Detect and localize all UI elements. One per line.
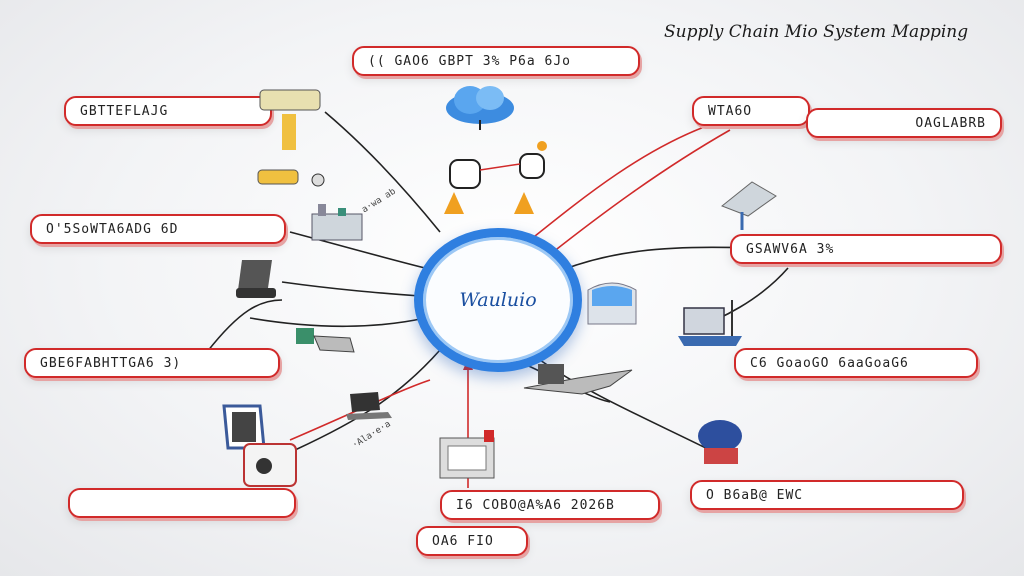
node-label: C6 GoaoGO 6aaGoaG6 [750, 355, 909, 371]
laptop-icon [346, 392, 392, 420]
edge-left-chair [281, 281, 421, 297]
node-right-3[interactable]: C6 GoaoGO 6aaGoaG6 [734, 348, 978, 378]
edge-top-left-icon [324, 111, 441, 233]
node-label: O'5SoWTA6ADG 6D [46, 221, 179, 237]
node-label: OA6 FIO [432, 533, 494, 549]
node-bottom-center-1[interactable]: I6 COBO@A%A6 2026B [440, 490, 660, 520]
node-label: GSAWV6A 3% [746, 241, 835, 257]
edge-left-2 [289, 231, 426, 269]
node-right-4[interactable]: O B6aB@ EWC [690, 480, 964, 510]
crate-icon [243, 443, 297, 487]
node-right-1a[interactable]: WTA6O [692, 96, 810, 126]
node-label: I6 COBO@A%A6 2026B [456, 497, 615, 513]
edge-left-machine [249, 317, 426, 328]
robot-icon [698, 420, 742, 464]
central-hub[interactable]: Wauluio [414, 228, 582, 372]
factory-icon [311, 204, 363, 241]
node-left-1[interactable]: GBTTEFLAJG [64, 96, 272, 126]
edge-right-2 [561, 246, 749, 271]
node-label: GBTTEFLAJG [80, 103, 169, 119]
node-label: OAGLABRB [915, 115, 986, 131]
node-top-center[interactable]: (( GAO6 GBPT 3% P6a 6Jo [352, 46, 640, 76]
node-right-2[interactable]: GSAWV6A 3% [730, 234, 1002, 264]
conveyor-icon [257, 89, 325, 187]
node-left-3[interactable]: GBE6FABHTTGA6 3) [24, 348, 280, 378]
seat-icon [236, 260, 276, 298]
ship-icon [678, 300, 742, 346]
hub-label: Wauluio [459, 289, 537, 311]
node-label: GBE6FABHTTGA6 3) [40, 355, 182, 371]
cloud-icon [446, 86, 514, 130]
node-label: (( GAO6 GBPT 3% P6a 6Jo [368, 53, 572, 69]
node-bottom-center-2[interactable]: OA6 FIO [416, 526, 528, 556]
node-label: O B6aB@ EWC [706, 487, 804, 503]
node-left-4[interactable] [68, 488, 296, 518]
plane-icon [523, 364, 633, 395]
edge-right-1 [519, 123, 713, 249]
package-icon [444, 141, 547, 214]
diagram-title: Supply Chain Mio System Mapping [664, 22, 969, 42]
drone-icon [721, 181, 777, 230]
machine-icon [296, 328, 355, 353]
node-left-2[interactable]: O'5SoWTA6ADG 6D [30, 214, 286, 244]
printer-icon [439, 430, 495, 479]
edge-right-1b [547, 129, 731, 257]
edge-left-3 [206, 299, 283, 353]
node-label: WTA6O [708, 103, 753, 119]
node-right-1b[interactable]: OAGLABRB [806, 108, 1002, 138]
container-icon [587, 282, 637, 325]
